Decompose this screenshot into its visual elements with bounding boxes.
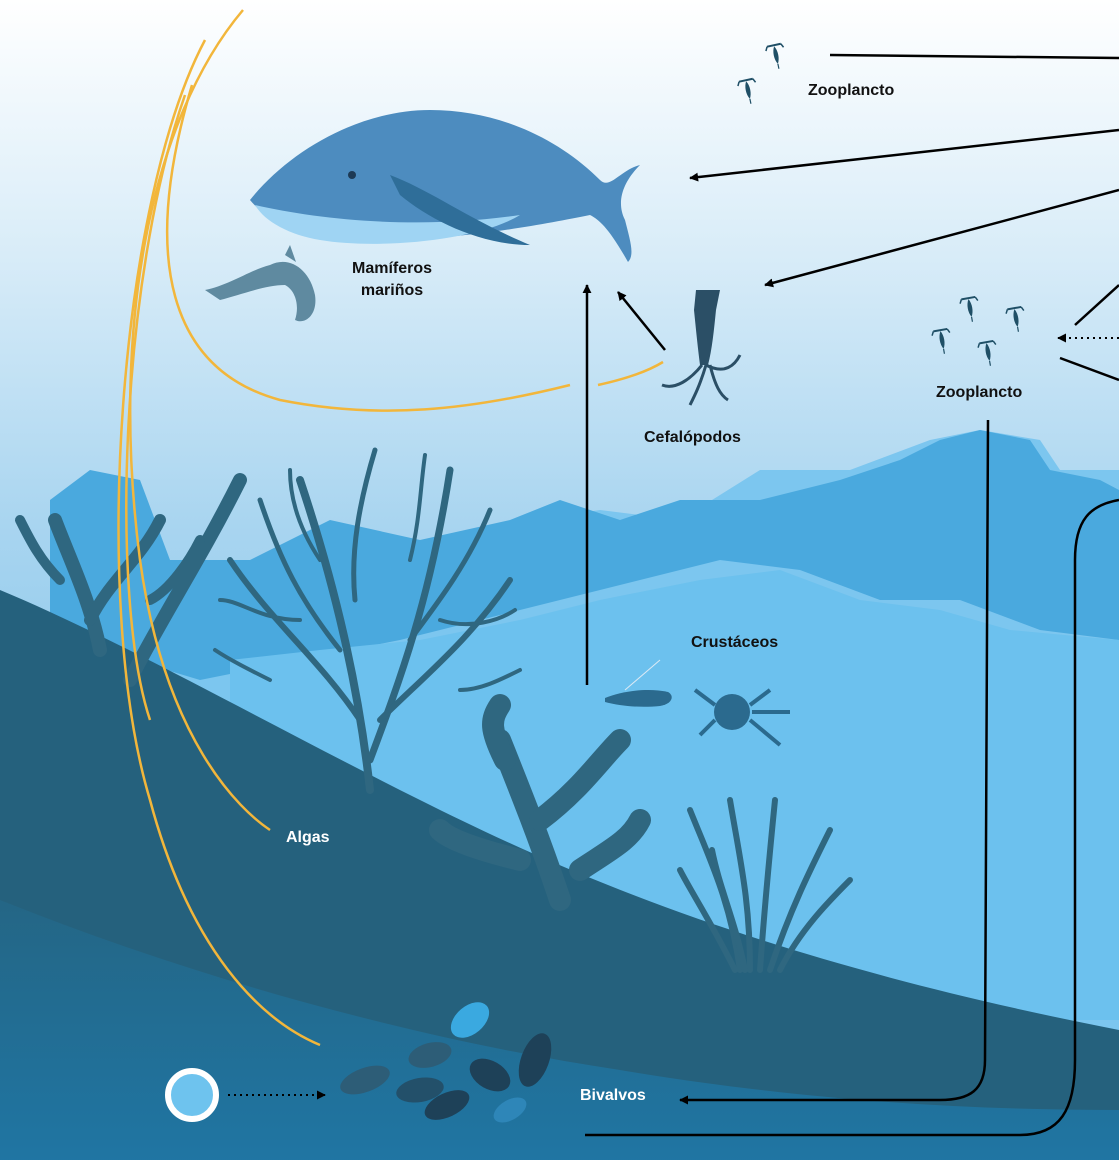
label-marine-mammals-line2: mariños <box>352 280 432 302</box>
label-crustaceans: Crustáceos <box>691 632 778 654</box>
label-algae: Algas <box>286 827 330 849</box>
label-zooplankton-top: Zooplancto <box>808 80 894 102</box>
label-zooplankton-mid: Zooplancto <box>936 382 1022 404</box>
label-marine-mammals: Mamíferos mariños <box>352 258 432 302</box>
label-marine-mammals-line1: Mamíferos <box>352 258 432 280</box>
label-cephalopods: Cefalópodos <box>644 427 741 449</box>
phytoplankton-circle-icon <box>168 1071 216 1119</box>
label-bivalves: Bivalvos <box>580 1085 646 1107</box>
